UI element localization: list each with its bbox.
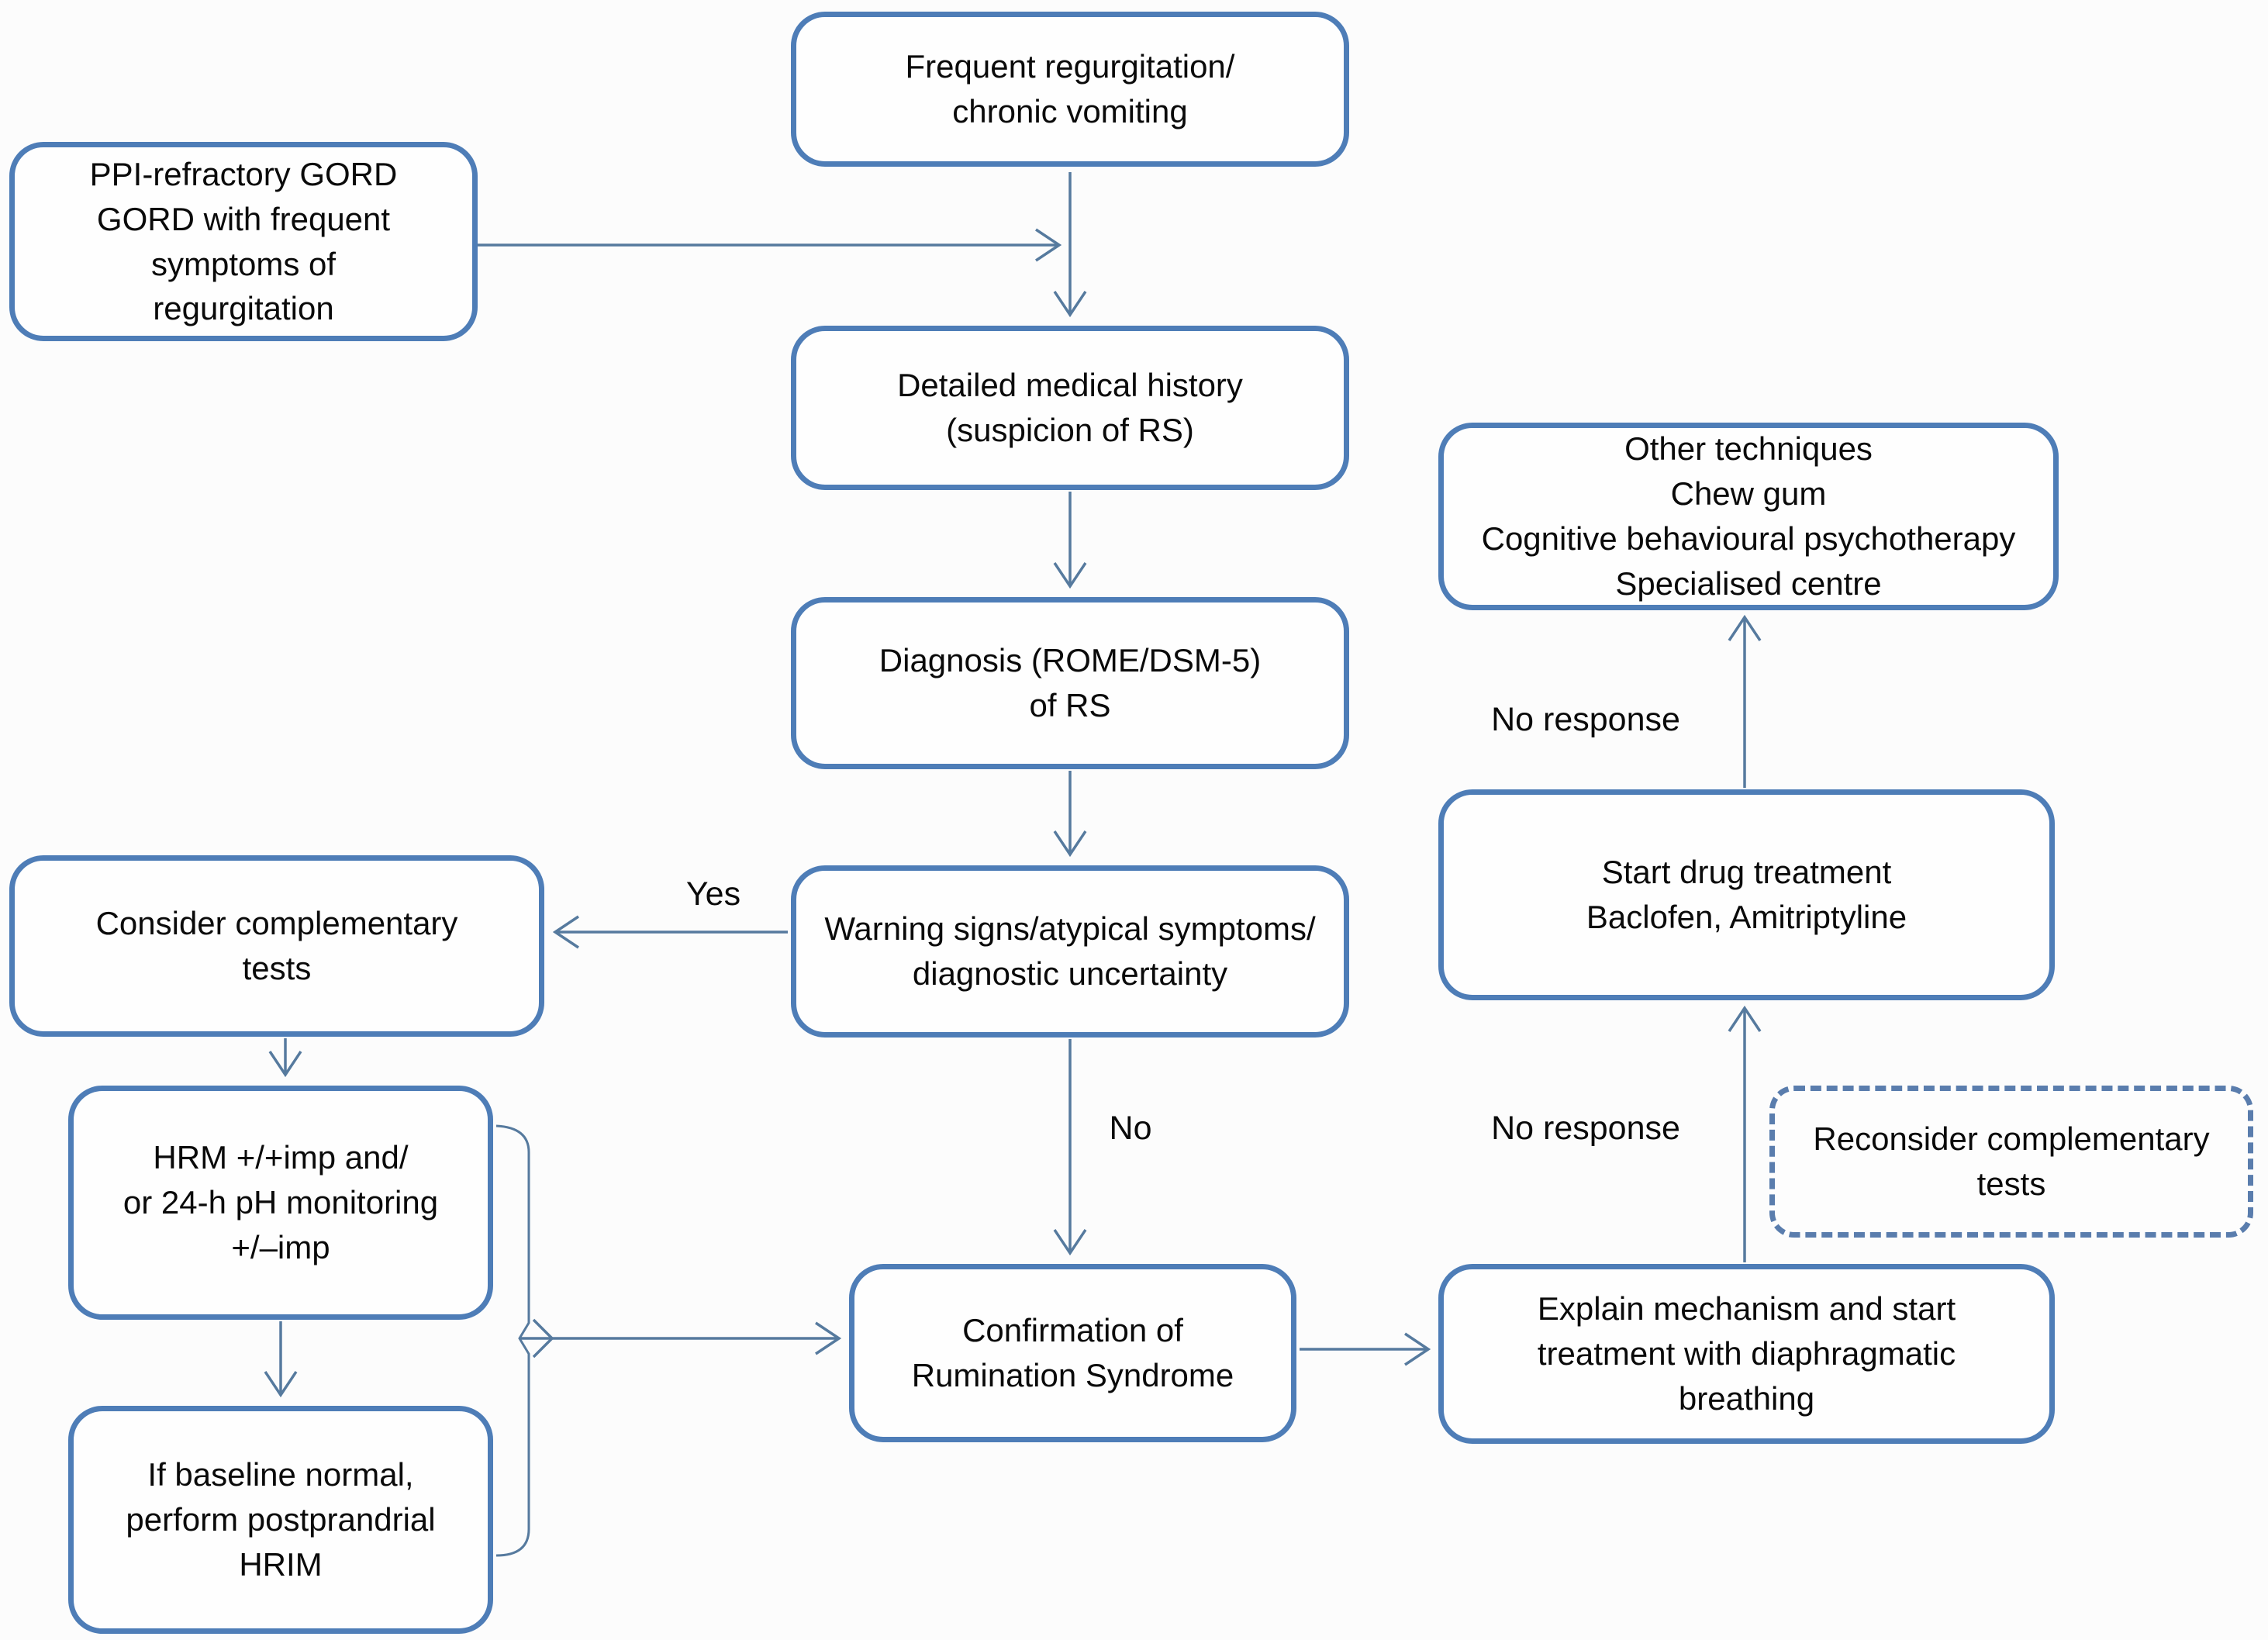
node-text-line: Consider complementary [95, 905, 458, 942]
node-detailed-medical-history: Detailed medical history (suspicion of R… [791, 326, 1349, 490]
node-text-line: Reconsider complementary [1813, 1120, 2210, 1158]
node-text-line: If baseline normal, [147, 1456, 414, 1493]
node-start-drug-treatment: Start drug treatment Baclofen, Amitripty… [1438, 789, 2055, 1000]
node-text-line: tests [242, 950, 312, 986]
node-text-line: chronic vomiting [952, 93, 1188, 129]
node-text-line: breathing [1678, 1379, 1815, 1417]
node-text-line: tests [1976, 1165, 2046, 1202]
node-text-line: Other techniques [1624, 430, 1873, 468]
edge-label-no-response-lower: No response [1491, 1110, 1680, 1147]
node-hrm-ph-monitoring: HRM +/+imp and/ or 24-h pH monitoring +/… [68, 1086, 493, 1320]
node-text-line: GORD with frequent [96, 200, 391, 237]
edge-label-yes: Yes [685, 875, 741, 913]
node-text-line: regurgitation [153, 290, 334, 327]
node-baseline-normal-hrim: If baseline normal, perform postprandria… [68, 1406, 493, 1634]
node-text-line: (suspicion of RS) [946, 412, 1194, 448]
node-text-line: Rumination Syndrome [911, 1357, 1234, 1393]
node-text-line: Frequent regurgitation/ [905, 48, 1235, 85]
node-text-line: HRM +/+imp and/ [153, 1139, 409, 1176]
node-text-line: symptoms of [150, 245, 337, 282]
node-consider-complementary-tests: Consider complementary tests [9, 855, 544, 1037]
node-text-line: HRIM [239, 1545, 323, 1583]
node-text-line: Diagnosis (ROME/DSM-5) [879, 642, 1262, 679]
node-text-line: Cognitive behavioural psychotherapy [1481, 520, 2016, 557]
node-text-line: or 24-h pH monitoring [123, 1184, 439, 1221]
node-text-line: of RS [1029, 687, 1111, 723]
node-text-line: +/–imp [231, 1228, 330, 1265]
node-other-techniques: Other techniques Chew gum Cognitive beha… [1438, 423, 2059, 610]
node-text-line: Confirmation of [962, 1312, 1183, 1349]
node-text-line: Start drug treatment [1601, 854, 1892, 891]
node-text-line: treatment with diaphragmatic [1537, 1335, 1956, 1372]
node-explain-diaphragmatic-breathing: Explain mechanism and start treatment wi… [1438, 1264, 2055, 1444]
node-diagnosis-rome-dsm5: Diagnosis (ROME/DSM-5) of RS [791, 597, 1349, 769]
node-text-line: Chew gum [1670, 475, 1827, 513]
edge-label-no: No [1109, 1110, 1152, 1147]
node-confirmation-rumination-syndrome: Confirmation of Rumination Syndrome [849, 1264, 1296, 1442]
node-text-line: Baclofen, Amitriptyline [1586, 899, 1907, 935]
node-text-line: diagnostic uncertainty [912, 955, 1228, 992]
node-text-line: Specialised centre [1615, 565, 1882, 602]
node-text-line: Warning signs/atypical symptoms/ [824, 910, 1316, 948]
node-text-line: PPI-refractory GORD [89, 155, 398, 192]
node-warning-signs: Warning signs/atypical symptoms/ diagnos… [791, 865, 1349, 1038]
node-frequent-regurgitation: Frequent regurgitation/ chronic vomiting [791, 12, 1349, 167]
node-text-line: perform postprandrial [126, 1501, 436, 1538]
node-text-line: Explain mechanism and start [1537, 1290, 1956, 1328]
node-reconsider-complementary-tests: Reconsider complementary tests [1769, 1086, 2253, 1238]
node-ppi-refractory-gord: PPI-refractory GORD GORD with frequent s… [9, 142, 478, 341]
node-text-line: Detailed medical history [897, 367, 1243, 404]
bracket-hrm-baseline [495, 1124, 530, 1557]
edge-label-no-response-upper: No response [1491, 701, 1680, 738]
